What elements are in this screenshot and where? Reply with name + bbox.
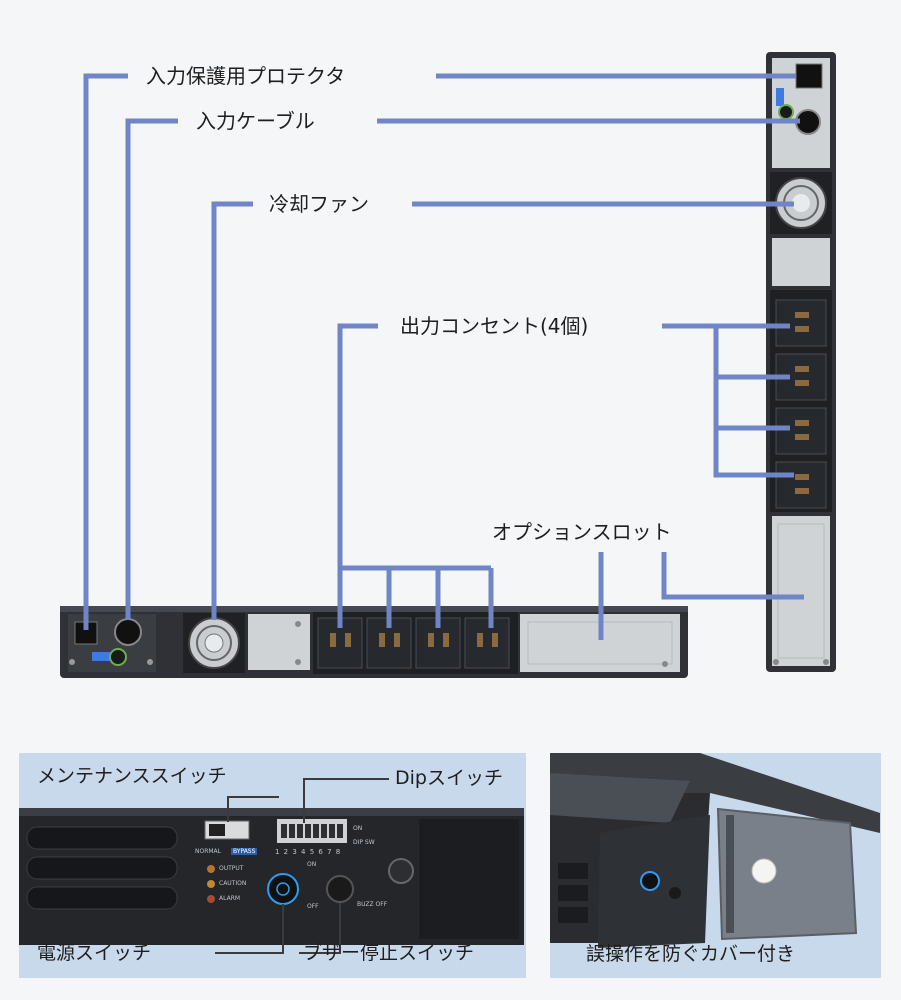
printed-dip-numbers: 1 2 3 4 5 6 7 8 bbox=[275, 848, 342, 856]
power-button[interactable] bbox=[267, 873, 299, 905]
label-input-protector: 入力保護用プロテクタ bbox=[140, 64, 352, 88]
printed-on: ON bbox=[353, 825, 363, 832]
label-dip-switch: Dipスイッチ bbox=[395, 767, 503, 789]
printed-alarm: ALARM bbox=[219, 895, 241, 902]
protector-switch-vertical bbox=[795, 63, 823, 89]
cover-light-icon bbox=[751, 858, 777, 884]
ground-clip bbox=[92, 652, 110, 661]
label-input-cable: 入力ケーブル bbox=[190, 109, 321, 133]
printed-normal: NORMAL bbox=[195, 848, 222, 855]
buzzer-stop-button[interactable] bbox=[326, 875, 354, 903]
vertical-unit bbox=[766, 52, 836, 672]
cover-detail: 誤操作を防ぐカバー付き bbox=[550, 753, 881, 978]
outlet-row bbox=[313, 612, 518, 674]
label-cover: 誤操作を防ぐカバー付き bbox=[586, 943, 796, 965]
leader-lines bbox=[83, 73, 804, 640]
printed-on-2: ON bbox=[307, 861, 317, 868]
cover-illustration bbox=[550, 753, 880, 948]
printed-buzz-off: BUZZ OFF bbox=[357, 901, 388, 908]
label-option-slot: オプションスロット bbox=[486, 520, 678, 544]
front-panel-detail: NORMAL BYPASS OUTPUT CAUTION ALARM 1 2 3… bbox=[19, 753, 526, 978]
printed-dip-sw: DIP SW bbox=[353, 839, 375, 846]
label-buzzer-stop-switch: ブザー停止スイッチ bbox=[303, 942, 475, 964]
printed-output: OUTPUT bbox=[219, 865, 244, 872]
label-power-switch: 電源スイッチ bbox=[37, 942, 152, 964]
printed-caution: CAUTION bbox=[219, 880, 247, 887]
horizontal-unit bbox=[60, 606, 688, 678]
printed-off: OFF bbox=[307, 903, 319, 910]
label-output-outlets: 出力コンセント(4個) bbox=[394, 314, 595, 338]
printed-bypass: BYPASS bbox=[231, 848, 258, 855]
outlet-column bbox=[770, 290, 832, 512]
input-cable-socket bbox=[114, 618, 142, 646]
front-panel-illustration bbox=[19, 778, 524, 954]
protective-cover[interactable] bbox=[716, 807, 858, 941]
label-cooling-fan: 冷却ファン bbox=[263, 192, 375, 216]
label-maintenance-switch: メンテナンススイッチ bbox=[37, 765, 227, 787]
unit-illustration bbox=[60, 52, 836, 678]
